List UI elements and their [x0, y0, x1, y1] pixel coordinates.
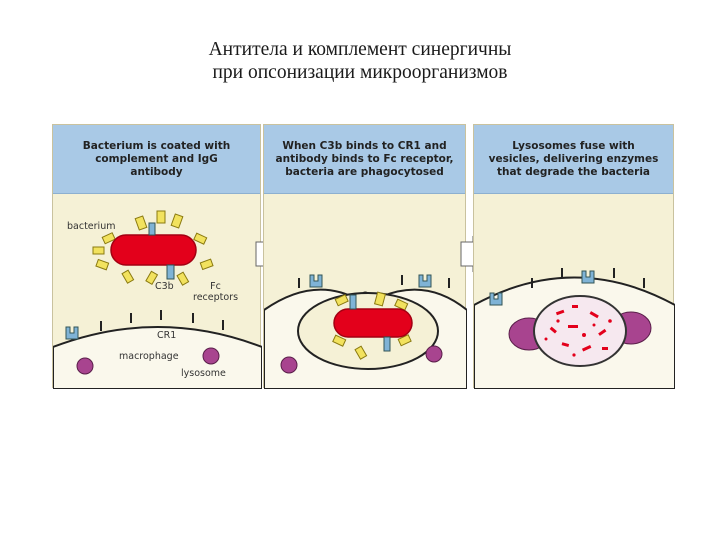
panel-degradation: Lysosomes fuse with vesicles, delivering…	[473, 124, 675, 389]
panel-degradation-illustration	[474, 268, 675, 389]
phagolysosome	[533, 295, 627, 367]
lysosome-icon	[425, 345, 443, 363]
panel-coating-illustration	[53, 210, 262, 389]
bacterium-icon	[110, 234, 197, 266]
opsonization-figure: Bacterium is coated with complement and …	[52, 124, 675, 389]
label-macrophage: macrophage	[119, 351, 179, 362]
fc-receptor-icon	[309, 274, 323, 288]
fc-receptor-icon	[65, 326, 79, 340]
panel-phagocytosis-illustration	[264, 274, 467, 389]
panel-phagocytosis: When C3b binds to CR1 and antibody binds…	[263, 124, 467, 389]
label-fc-receptors: Fc receptors	[193, 281, 239, 303]
fc-receptor-icon	[489, 292, 503, 306]
label-bacterium: bacterium	[67, 221, 116, 232]
title-line-1: Антитела и комплемент синергичны	[208, 39, 512, 60]
title-line-2: при опсонизации микроорганизмов	[212, 62, 508, 83]
fc-receptor-icon	[581, 270, 595, 284]
fc-receptor-icon	[418, 274, 432, 288]
label-c3b: C3b	[155, 281, 174, 292]
label-cr1: CR1	[157, 330, 177, 341]
slide-title: Антитела и комплемент синергичны при опс…	[0, 38, 720, 84]
panel-coating-caption: Bacterium is coated with complement and …	[53, 125, 260, 194]
bacterium-icon	[333, 308, 413, 338]
panel-phagocytosis-caption: When C3b binds to CR1 and antibody binds…	[264, 125, 465, 194]
igg-antibody-icon	[148, 222, 175, 280]
complement-c3b-coat	[92, 210, 214, 286]
panel-coating: Bacterium is coated with complement and …	[52, 124, 262, 389]
lysosome-icon	[202, 347, 220, 365]
macrophage-membrane	[53, 326, 262, 389]
lysosome-icon	[76, 357, 94, 375]
label-lysosome: lysosome	[181, 368, 226, 379]
panel-degradation-caption: Lysosomes fuse with vesicles, delivering…	[474, 125, 673, 194]
cr1-receptors	[100, 310, 224, 331]
lysosome-icon	[280, 356, 298, 374]
degraded-bacteria-fragments	[544, 305, 612, 357]
